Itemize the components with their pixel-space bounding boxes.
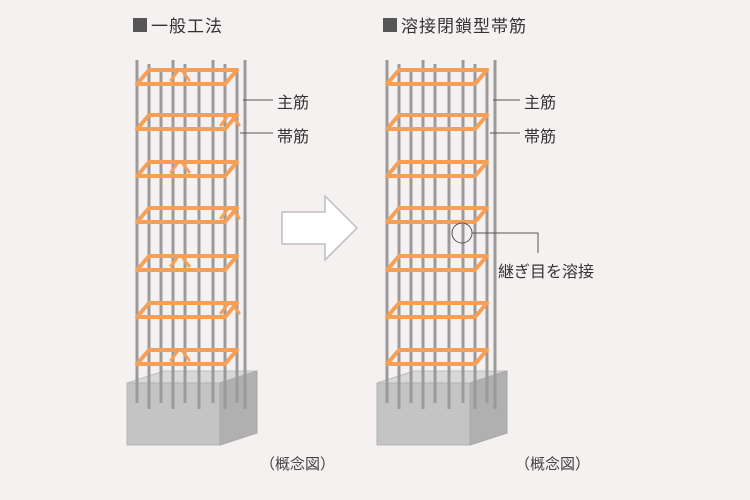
hoop-hook xyxy=(169,350,191,362)
title-square-icon xyxy=(383,17,397,32)
label-hoop-right: 帯筋 xyxy=(524,127,557,146)
caption-left: （概念図） xyxy=(260,455,336,473)
left-panel-title: 一般工法 xyxy=(133,12,223,37)
hoop xyxy=(135,301,239,319)
hoop xyxy=(385,206,489,224)
hoop xyxy=(135,206,239,224)
left-title-text: 一般工法 xyxy=(151,17,223,37)
hoop xyxy=(135,160,239,178)
right-title-text: 溶接閉鎖型帯筋 xyxy=(401,17,527,37)
hoop-hook xyxy=(219,303,241,315)
arrow-icon xyxy=(281,194,359,262)
caption-right: （概念図） xyxy=(515,455,591,473)
label-weld: 継ぎ目を溶接 xyxy=(498,262,595,281)
hoop xyxy=(385,254,489,272)
left-column xyxy=(126,60,258,446)
hoop xyxy=(135,113,239,131)
label-main-rebar-left: 主筋 xyxy=(277,93,310,112)
label-hoop-left: 帯筋 xyxy=(277,127,310,146)
right-panel-title: 溶接閉鎖型帯筋 xyxy=(383,12,527,37)
hoop-hook xyxy=(219,115,241,127)
hoop-hook xyxy=(169,256,191,268)
hoop xyxy=(385,160,489,178)
hoop-hook xyxy=(169,70,191,82)
leader-weld xyxy=(472,232,539,253)
hoop xyxy=(135,254,239,272)
title-square-icon xyxy=(133,17,147,32)
base-front-face xyxy=(126,382,221,446)
right-column xyxy=(376,60,508,446)
hoop xyxy=(385,348,489,366)
hoop-hook xyxy=(219,208,241,220)
hoop xyxy=(135,68,239,86)
hoop xyxy=(385,301,489,319)
label-main-rebar-right: 主筋 xyxy=(524,93,557,112)
hoop-hook xyxy=(169,162,191,174)
hoop xyxy=(385,113,489,131)
hoop xyxy=(385,68,489,86)
hoop xyxy=(135,348,239,366)
